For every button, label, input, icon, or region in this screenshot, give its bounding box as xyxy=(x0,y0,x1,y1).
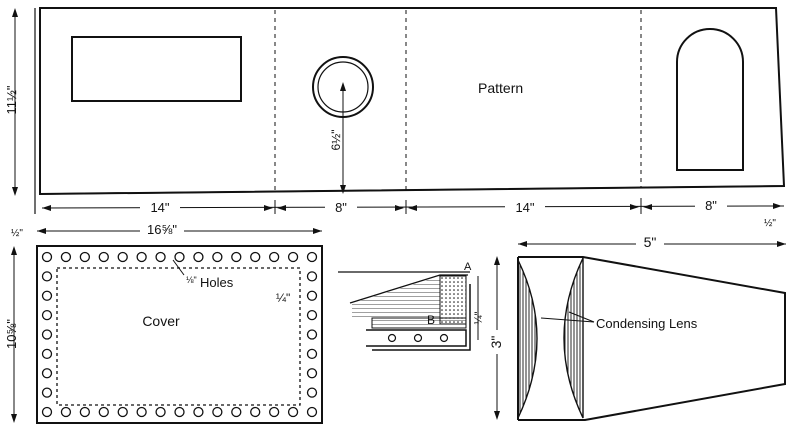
cover-hole xyxy=(250,406,261,418)
cover-hole xyxy=(306,251,318,263)
svg-text:14": 14" xyxy=(515,200,534,215)
dim-lens-height: 3" xyxy=(488,256,504,420)
cover-hole xyxy=(306,271,318,282)
svg-text:5": 5" xyxy=(644,234,657,250)
holes-callout: ⅛" Holes xyxy=(172,259,234,290)
arched-window xyxy=(676,28,744,171)
cover-title: Cover xyxy=(142,313,180,329)
front-window xyxy=(71,36,242,102)
cover-hole xyxy=(41,387,53,398)
svg-text:11½": 11½" xyxy=(4,85,19,114)
cover-hole xyxy=(193,251,204,263)
cover-hole xyxy=(212,406,223,418)
cover-hole xyxy=(60,406,72,418)
svg-text:8": 8" xyxy=(705,198,717,213)
svg-text:¼": ¼" xyxy=(473,311,485,324)
cover-hole xyxy=(231,406,242,418)
cover-hole xyxy=(41,251,53,263)
cover-hole xyxy=(306,406,318,418)
cover-hole xyxy=(306,387,318,398)
cover-hole xyxy=(98,251,109,263)
condensing-lens-diagram: Condensing Lens 5" 3" xyxy=(488,234,786,421)
svg-text:Holes: Holes xyxy=(200,275,234,290)
cover-hole xyxy=(41,368,53,379)
cover-hole xyxy=(306,290,318,301)
dim-cover-height: 10⅝" xyxy=(4,246,19,423)
cover-hole xyxy=(306,329,318,340)
cover-hole xyxy=(136,406,147,418)
lens-2 xyxy=(563,257,584,419)
cover-hole xyxy=(193,406,204,418)
cover-hole xyxy=(174,251,185,263)
dim-left-tab: ½" xyxy=(11,228,23,239)
svg-text:10⅝": 10⅝" xyxy=(4,319,19,349)
cover-hole xyxy=(287,406,299,418)
svg-text:14": 14" xyxy=(150,200,169,215)
detail-point-a: A xyxy=(464,261,472,273)
cover-hole xyxy=(41,271,53,282)
detail-point-b: B xyxy=(427,313,435,327)
cover-hole xyxy=(136,251,147,263)
cover-plate: Cover ⅛" Holes 16⅝" 10⅝" ¼" xyxy=(4,222,323,424)
svg-text:6½": 6½" xyxy=(329,130,343,151)
cover-hole xyxy=(41,406,53,418)
cover-hole xyxy=(306,368,318,379)
cover-holes xyxy=(41,251,318,418)
cover-hole xyxy=(117,406,128,418)
cover-hole xyxy=(79,406,91,418)
svg-text:3": 3" xyxy=(488,336,504,349)
cover-hole xyxy=(60,251,72,263)
cover-hole xyxy=(155,251,166,263)
svg-text:16⅝": 16⅝" xyxy=(147,222,177,237)
lens-1 xyxy=(517,259,538,419)
cover-hole xyxy=(212,251,223,263)
cover-inner-outline xyxy=(56,267,301,406)
dim-cover-margin: ¼" xyxy=(276,291,290,305)
cover-hole xyxy=(41,309,53,321)
cover-hole xyxy=(268,251,280,263)
cover-hole xyxy=(287,251,299,263)
dim-right-tab: ½" xyxy=(764,218,776,229)
dim-lens-length: 5" xyxy=(518,234,786,250)
cover-hole xyxy=(306,348,318,360)
cover-hole xyxy=(41,348,53,360)
corner-detail: A B ¼" xyxy=(338,261,485,351)
cover-hole xyxy=(231,251,242,263)
dim-hole-diameter: 6½" xyxy=(329,82,346,194)
cover-hole xyxy=(117,251,128,263)
lens-label: Condensing Lens xyxy=(596,316,698,331)
cover-hole xyxy=(155,406,166,418)
cover-hole xyxy=(79,251,91,263)
cover-hole xyxy=(41,290,53,301)
dim-panel-widths: 14" 8" 14" 8" xyxy=(41,198,785,215)
cover-hole xyxy=(250,251,261,263)
pattern-sheet: Pattern 11½" 6½" xyxy=(4,7,786,239)
cover-hole xyxy=(98,406,109,418)
dim-detail-thickness: ¼" xyxy=(473,276,485,340)
pattern-title: Pattern xyxy=(478,80,523,96)
svg-text:8": 8" xyxy=(335,200,347,215)
cover-hole xyxy=(306,309,318,321)
svg-text:⅛": ⅛" xyxy=(186,275,197,285)
dim-cover-width: 16⅝" xyxy=(37,222,322,237)
cover-hole xyxy=(174,406,185,418)
dim-pattern-height: 11½" xyxy=(4,8,19,196)
cover-hole xyxy=(41,329,53,340)
cover-hole xyxy=(268,406,280,418)
